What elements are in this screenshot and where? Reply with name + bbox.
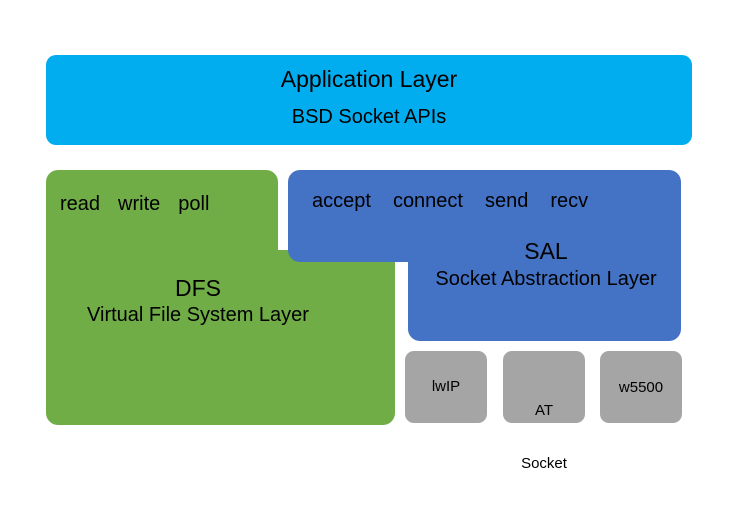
- dfs-api-list: read write poll: [60, 193, 280, 217]
- application-layer-subtitle: BSD Socket APIs: [291, 106, 447, 128]
- sal-layer-subtitle: Socket Abstraction Layer: [435, 268, 657, 290]
- sal-api-accept: accept: [312, 190, 371, 212]
- driver-label-at-socket-line2: Socket: [521, 455, 567, 473]
- application-layer-shape[interactable]: [46, 55, 692, 145]
- sal-api-connect: connect: [392, 190, 463, 212]
- sal-layer-shape[interactable]: [288, 170, 681, 341]
- dfs-layer-shape[interactable]: [46, 170, 395, 425]
- diagram-shapes: [46, 55, 692, 425]
- dfs-api-read: read: [60, 193, 101, 215]
- dfs-layer-subtitle: Virtual File System Layer: [87, 304, 309, 326]
- dfs-api-poll: poll: [178, 193, 210, 215]
- driver-box-lwip[interactable]: [405, 351, 487, 423]
- driver-label-at-socket: AT Socket: [502, 367, 586, 509]
- driver-label-w5500: w5500: [618, 379, 664, 396]
- driver-label-at-socket-line1: AT: [534, 402, 554, 420]
- sal-api-send: send: [485, 190, 529, 212]
- driver-label-lwip: lwIP: [431, 378, 461, 395]
- sal-layer-title: SAL: [524, 238, 568, 264]
- driver-box-at-socket[interactable]: [503, 351, 585, 423]
- driver-box-w5500[interactable]: [600, 351, 682, 423]
- dfs-api-write: write: [118, 193, 161, 215]
- application-layer-title: Application Layer: [280, 66, 458, 92]
- sal-api-recv: recv: [550, 190, 589, 212]
- sal-api-list: accept connect send recv: [312, 190, 632, 214]
- dfs-layer-title: DFS: [175, 275, 221, 301]
